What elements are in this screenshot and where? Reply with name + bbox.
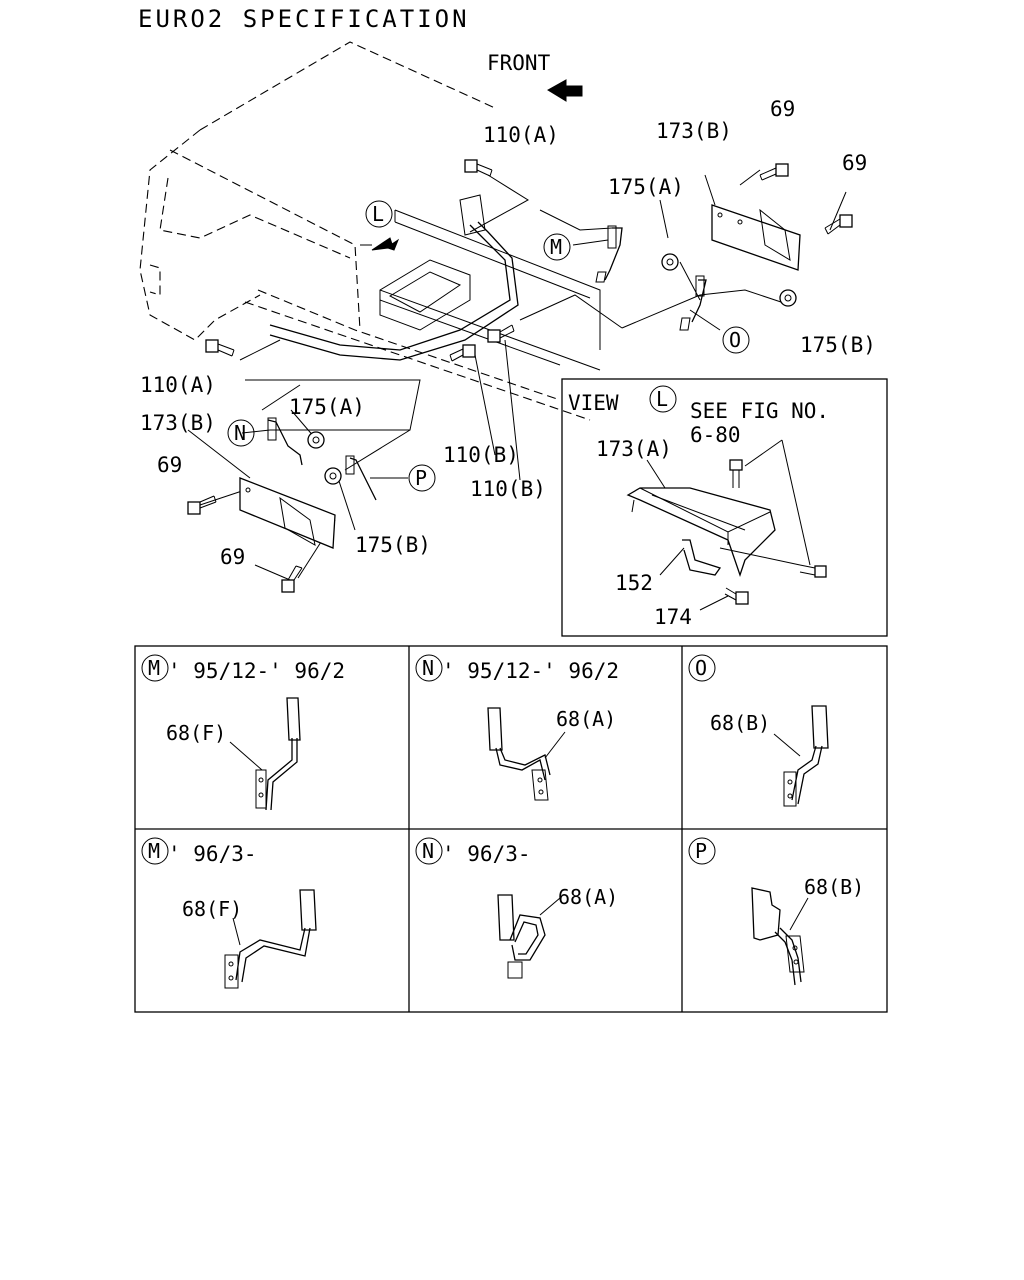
view-l-box: VIEW L SEE FIG NO. 6-80 173(A) 152 174 [561, 378, 888, 637]
svg-text:N: N [422, 656, 434, 680]
svg-text:' 96/3-: ' 96/3- [442, 842, 531, 866]
callout-n: N [227, 419, 255, 447]
front-label: FRONT [487, 51, 551, 75]
see-fig-label: SEE FIG NO. [690, 399, 829, 423]
frame-rails [269, 194, 601, 371]
svg-text:68(B): 68(B) [804, 875, 864, 899]
label-110a-top: 110(A) [483, 123, 559, 147]
bolt-69-top-a [759, 163, 789, 181]
label-69-a: 69 [770, 97, 795, 121]
bolt-110a-top [464, 159, 493, 177]
label-174: 174 [654, 605, 692, 629]
label-175b-left: 175(B) [355, 533, 431, 557]
bracket-173b-right [711, 204, 801, 271]
bolt-69-left-b [281, 565, 303, 593]
bolt-69-left-a [187, 495, 217, 515]
label-69-c: 69 [157, 453, 182, 477]
nut-175b-right [779, 289, 797, 307]
svg-text:68(F): 68(F) [182, 897, 242, 921]
nut-175a-left [307, 431, 325, 449]
callout-p: P [408, 464, 436, 492]
view-title: VIEW [568, 391, 619, 415]
bolt-69-top-b [824, 214, 853, 235]
svg-text:M: M [148, 656, 160, 680]
svg-text:68(B): 68(B) [710, 711, 770, 735]
svg-text:P: P [695, 839, 707, 863]
nut-175a-right [661, 253, 679, 271]
bolt-110a-left [205, 339, 235, 357]
detail-panel-p: P 68(B) [688, 837, 864, 986]
label-173a: 173(A) [596, 437, 672, 461]
detail-panel-m-late: M ' 96/3- 68(F) [141, 837, 317, 989]
detail-panel-n-late: N ' 96/3- 68(A) [415, 837, 618, 979]
svg-text:N: N [234, 421, 246, 445]
svg-text:' 95/12-' 96/2: ' 95/12-' 96/2 [168, 659, 345, 683]
clamp-n-main [267, 417, 303, 466]
clamp-m-main [595, 225, 623, 283]
label-173b-right: 173(B) [656, 119, 732, 143]
svg-text:L: L [372, 202, 384, 226]
svg-text:N: N [422, 839, 434, 863]
diagram-title: EURO2 SPECIFICATION [138, 5, 470, 33]
svg-text:68(A): 68(A) [556, 707, 616, 731]
svg-text:M: M [550, 235, 562, 259]
bracket-173b-left [239, 477, 336, 549]
label-175b-right: 175(B) [800, 333, 876, 357]
clamp-p-main [345, 455, 377, 501]
cab-outline [139, 41, 591, 421]
svg-text:O: O [729, 328, 741, 352]
svg-text:68(F): 68(F) [166, 721, 226, 745]
front-arrow-icon [547, 79, 583, 102]
label-69-d: 69 [220, 545, 245, 569]
label-175a-right: 175(A) [608, 175, 684, 199]
label-173b-left: 173(B) [140, 411, 216, 435]
detail-grid [134, 645, 888, 1013]
nut-175b-left [324, 467, 342, 485]
svg-text:O: O [695, 656, 707, 680]
svg-text:M: M [148, 839, 160, 863]
fig-number: 6-80 [690, 423, 741, 447]
bolt-110b-1 [449, 344, 476, 362]
view-letter: L [656, 387, 668, 411]
label-110b-2: 110(B) [470, 477, 546, 501]
label-175a-left: 175(A) [289, 395, 365, 419]
label-110a-left: 110(A) [140, 373, 216, 397]
callout-m: M [543, 233, 571, 261]
callout-l: L [365, 200, 400, 251]
label-69-b: 69 [842, 151, 867, 175]
callout-o: O [722, 326, 750, 354]
label-152: 152 [615, 571, 653, 595]
svg-text:68(A): 68(A) [558, 885, 618, 909]
detail-panel-n-early: N ' 95/12-' 96/2 68(A) [415, 654, 619, 801]
clamp-o-main [679, 275, 707, 331]
detail-panel-o: O 68(B) [688, 654, 829, 807]
svg-text:' 96/3-: ' 96/3- [168, 842, 257, 866]
detail-panel-m-early: M ' 95/12-' 96/2 68(F) [141, 654, 345, 811]
label-110b-1: 110(B) [443, 443, 519, 467]
bolt-110b-2 [487, 324, 515, 343]
svg-text:P: P [415, 466, 427, 490]
svg-text:' 95/12-' 96/2: ' 95/12-' 96/2 [442, 659, 619, 683]
